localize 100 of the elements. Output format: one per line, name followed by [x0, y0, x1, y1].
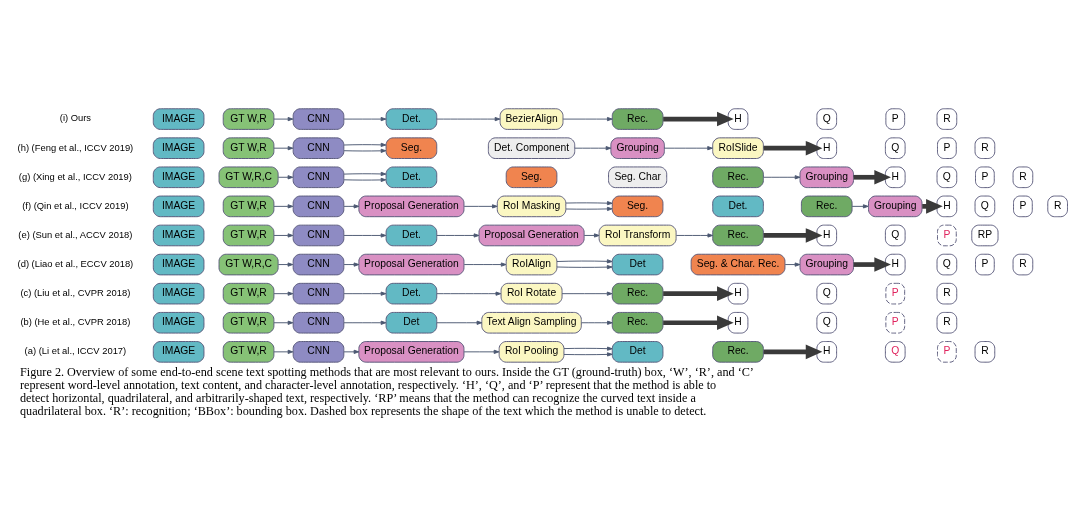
arrow [562, 116, 613, 122]
arrow [851, 204, 869, 209]
arrow [343, 262, 360, 267]
node-box: Proposal Generation [358, 253, 465, 276]
node-box: Grouping [799, 253, 854, 276]
arrow [463, 349, 500, 354]
arrow [273, 204, 294, 209]
node-box: CNN [292, 108, 345, 130]
arrow [561, 291, 613, 296]
label: (f) (Qin et al., ICCV 2019) [22, 200, 129, 211]
arrow [343, 116, 387, 122]
node-box: GT W,R [222, 108, 275, 130]
arrow [273, 291, 294, 296]
arrow [343, 142, 387, 147]
node-box: IMAGE [152, 311, 205, 334]
node-box: Proposal Generation [358, 341, 465, 363]
arrow [763, 140, 823, 156]
node-box: Det. [385, 108, 438, 130]
arrow [853, 257, 891, 272]
node-box: IMAGE [152, 166, 205, 189]
arrow [273, 146, 294, 151]
node-box: Det. [385, 166, 438, 189]
label: (g) (Xing et al., ICCV 2019) [18, 171, 132, 182]
node-box: RoIAlign [505, 253, 558, 276]
arrow [565, 201, 613, 206]
node-box: Rec. [712, 224, 764, 247]
arrow [343, 233, 387, 238]
arrow [343, 204, 360, 209]
node-box: Seg. Char [608, 166, 668, 189]
label: (d) (Liao et al., ECCV 2018) [17, 258, 134, 269]
node-box: IMAGE [152, 341, 205, 363]
node-box: Text Align Sampling [481, 311, 582, 334]
node-box: Grouping [610, 137, 665, 159]
node-box: RoI Masking [496, 195, 567, 218]
node-box: CNN [292, 311, 345, 334]
node-box: Rec. [712, 166, 764, 189]
node-box: CNN [292, 282, 345, 305]
node-box: Det [385, 311, 438, 334]
arrow [663, 286, 734, 301]
node-box: Rec. [611, 108, 664, 130]
arrow [556, 259, 613, 264]
node-box: RoI Rotate [500, 282, 563, 305]
arrow [277, 262, 294, 267]
arrow [581, 320, 613, 325]
arrow [563, 346, 613, 351]
arrow [436, 116, 501, 122]
arrow [763, 344, 823, 360]
arrow [583, 233, 600, 238]
node-box: GT W,R [222, 282, 275, 305]
label: (i) Ours [59, 113, 92, 124]
node-box: Det. [385, 224, 438, 247]
label: (h) (Feng et al., ICCV 2019) [17, 142, 134, 153]
node-box: RoI Pooling [498, 341, 565, 363]
arrow [556, 265, 613, 270]
caption: Figure 2. Overview of some end-to-end scene text spotting methods that are most relevant to ours. Inside the GT (ground-truth) box, ‘W’, ‘R’, and ‘C’ represent word-level annotation, text content, and character-level annotation, respectively. ‘H’, ‘Q’, and ‘P’ represent that the method is able to detect horizontal, quadrilateral, and arbitrarily-shaped text, respectively. ‘RP’ means that the method can recognize the curved text inside a quadrilateral box. ‘R’: recognition; ‘BBox’: bounding box. Dashed box represents the shape of the text which the method is unable to detect. [20, 364, 754, 419]
arrow [463, 262, 507, 267]
arrow [663, 315, 734, 331]
arrow [436, 320, 483, 325]
node-box: Det [611, 253, 664, 276]
node-box: IMAGE [152, 108, 205, 130]
node-box: GT W,R [222, 341, 275, 363]
node-box: GT W,R [222, 311, 275, 334]
arrow [574, 146, 612, 151]
node-box: Det. Component [487, 137, 576, 159]
arrow [273, 349, 294, 354]
label: (c) (Liu et al., CVPR 2018) [20, 288, 131, 298]
arrow [675, 233, 714, 238]
node-box: Seg. & Char. Rec. [690, 253, 786, 276]
node-box: Det. [712, 195, 764, 218]
arrow [273, 320, 294, 325]
arrow [763, 175, 801, 180]
node-box: CNN [292, 253, 345, 276]
node-box: Rec. [800, 195, 853, 218]
node-box: CNN [292, 195, 345, 218]
arrow [273, 116, 294, 122]
node-box: GT W,R [222, 137, 275, 159]
node-box: Grouping [799, 166, 854, 189]
node-box: Proposal Generation [478, 224, 585, 247]
node-box: IMAGE [152, 253, 205, 276]
node-box: CNN [292, 224, 345, 247]
arrow [343, 148, 387, 153]
arrow [853, 170, 891, 185]
node-box: Rec. [611, 311, 664, 334]
label: (a) (Li et al., ICCV 2017) [24, 346, 127, 357]
node-box: RoISlide [712, 137, 764, 159]
arrow [343, 171, 387, 177]
label: (e) (Sun et al., ACCV 2018) [18, 229, 133, 240]
arrow [273, 233, 294, 238]
node-box: IMAGE [152, 195, 205, 218]
node-box: CNN [292, 341, 345, 363]
node-box: GT W,R [222, 224, 275, 247]
arrow [343, 177, 387, 183]
node-box: Seg. [611, 195, 664, 218]
node-box: RP [971, 224, 999, 247]
arrow [436, 291, 502, 296]
arrow [565, 206, 613, 212]
node-box: GT W,R,C [218, 253, 279, 276]
arrow [277, 175, 294, 180]
arrow [763, 228, 823, 243]
node-box: GT W,R [222, 195, 275, 218]
